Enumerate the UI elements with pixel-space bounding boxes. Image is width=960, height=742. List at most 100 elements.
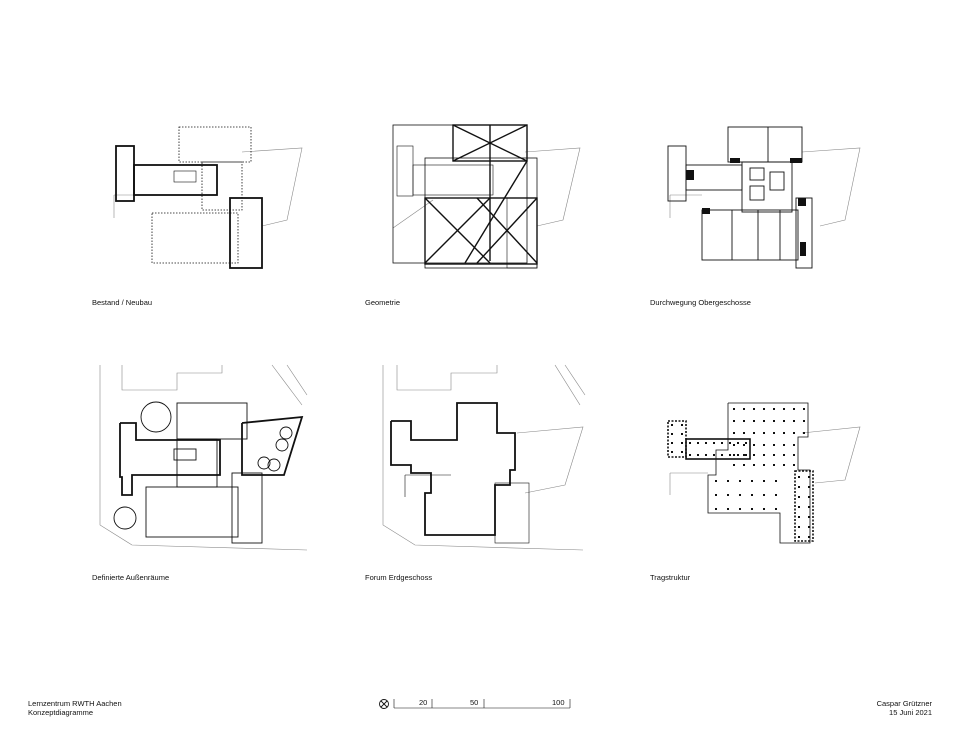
upper-floor-west — [667, 145, 687, 202]
geometry-frame-inner — [424, 157, 538, 269]
column-dot — [671, 424, 673, 426]
column-dot — [775, 480, 777, 482]
column-dot — [798, 526, 800, 528]
column-dot — [793, 420, 795, 422]
column-dot — [745, 454, 747, 456]
column-dot — [739, 508, 741, 510]
diagram-forum — [365, 364, 605, 551]
column-dot — [753, 444, 755, 446]
column-dot — [803, 420, 805, 422]
building-west — [396, 145, 414, 197]
context-street — [99, 365, 308, 551]
scale-label-100: 100 — [552, 698, 565, 707]
column-dot — [739, 480, 741, 482]
caption-forum: Forum Erdgeschoss — [365, 573, 433, 582]
site-plan-aussenraeume — [99, 364, 308, 551]
column-dot — [671, 433, 673, 435]
column-dot — [763, 508, 765, 510]
column-dot — [775, 494, 777, 496]
context-outline — [516, 426, 584, 494]
building-south — [145, 486, 239, 538]
column-dot — [808, 476, 810, 478]
column-dot — [773, 420, 775, 422]
column-dot — [739, 494, 741, 496]
diagram-bestand-neubau — [92, 110, 332, 290]
column-grid — [671, 408, 810, 538]
column-dot — [681, 442, 683, 444]
circulation-core — [730, 158, 740, 163]
project-title: Lernzentrum RWTH Aachen — [28, 699, 122, 708]
column-dot — [763, 432, 765, 434]
column-dot — [783, 444, 785, 446]
upper-floor-bar — [685, 164, 743, 191]
column-dot — [729, 442, 731, 444]
column-dot — [753, 432, 755, 434]
column-dot — [743, 432, 745, 434]
column-dot — [715, 480, 717, 482]
column-dot — [798, 476, 800, 478]
circulation-core — [798, 198, 806, 206]
void — [749, 167, 765, 181]
context-building — [396, 365, 498, 391]
column-dot — [773, 408, 775, 410]
context-building — [121, 365, 223, 391]
column-dot — [763, 408, 765, 410]
courtyard-void — [173, 448, 197, 461]
column-dot — [793, 464, 795, 466]
caption-durchwegung: Durchwegung Obergeschosse — [650, 298, 751, 307]
column-dot — [745, 442, 747, 444]
column-dot — [689, 442, 691, 444]
courtyard-void — [173, 170, 197, 183]
building-east — [506, 197, 538, 269]
site-plan-durchwegung — [667, 126, 861, 269]
structure-outline — [707, 402, 811, 544]
structure-east — [794, 470, 814, 542]
column-dot — [705, 442, 707, 444]
column-dot — [681, 451, 683, 453]
tree-circle — [140, 401, 172, 433]
context-outline — [241, 147, 303, 227]
upper-floor-core — [741, 161, 793, 213]
caption-geometrie: Geometrie — [365, 298, 401, 307]
column-dot — [783, 432, 785, 434]
tree-circle — [267, 458, 281, 472]
column-dot — [793, 444, 795, 446]
site-plan-forum — [382, 364, 586, 551]
grid-diagonal — [452, 124, 528, 162]
column-dot — [763, 464, 765, 466]
context-outline — [524, 147, 581, 227]
column-dot — [715, 494, 717, 496]
column-dot — [753, 454, 755, 456]
circulation-core — [702, 208, 710, 214]
project-subtitle: Konzeptdiagramme — [28, 708, 94, 717]
column-dot — [743, 420, 745, 422]
tree-circle — [275, 438, 289, 452]
outdoor-space-west — [119, 422, 221, 496]
column-dot — [733, 464, 735, 466]
column-dot — [743, 408, 745, 410]
caption-bestand-neubau: Bestand / Neubau — [92, 298, 153, 307]
scale-bar: 20 50 100 — [374, 694, 574, 714]
column-dot — [733, 454, 735, 456]
column-dot — [808, 506, 810, 508]
column-dot — [727, 494, 729, 496]
column-dot — [733, 444, 735, 446]
column-dot — [808, 516, 810, 518]
tree-circle — [279, 426, 293, 440]
column-dot — [689, 454, 691, 456]
column-dot — [803, 408, 805, 410]
building-center — [176, 438, 218, 488]
context-street — [382, 365, 584, 551]
lower-block — [701, 209, 799, 261]
column-dot — [705, 454, 707, 456]
column-dot — [751, 480, 753, 482]
column-dot — [671, 451, 673, 453]
column-dot — [727, 508, 729, 510]
column-dot — [713, 454, 715, 456]
column-dot — [803, 432, 805, 434]
column-dot — [773, 454, 775, 456]
column-dot — [793, 432, 795, 434]
column-dot — [751, 508, 753, 510]
structure-west — [667, 420, 687, 458]
column-dot — [671, 442, 673, 444]
